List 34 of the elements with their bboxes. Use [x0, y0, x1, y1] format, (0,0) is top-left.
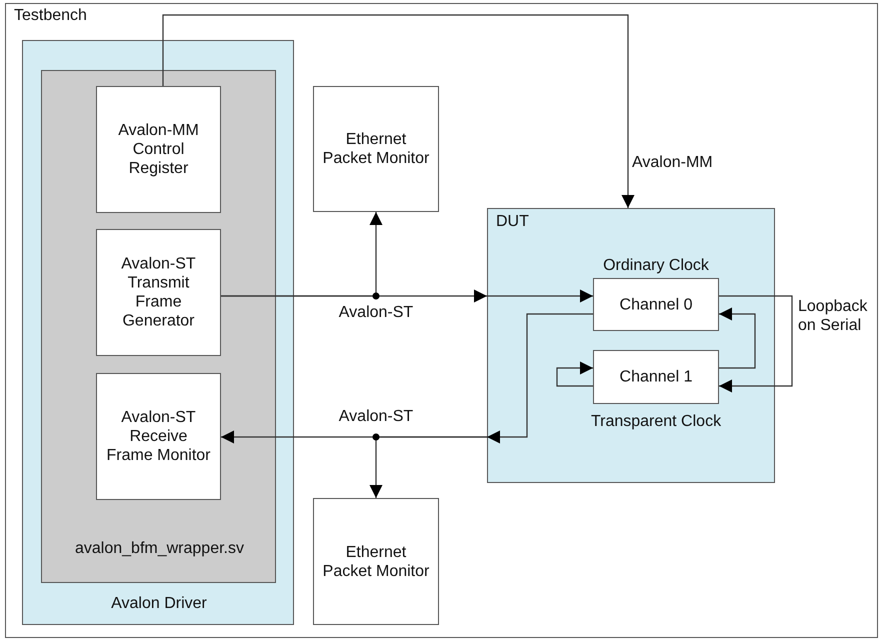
block-box — [313, 498, 439, 625]
node-label: Avalon-ST Receive Frame Monitor — [105, 408, 212, 466]
node-label: Avalon Driver — [110, 594, 208, 614]
node-label: DUT — [496, 212, 530, 232]
node-label: Ethernet Packet Monitor — [322, 542, 430, 581]
caption-label: Ordinary Clock — [602, 256, 710, 276]
edge-label: Avalon-ST — [338, 407, 414, 426]
arrow — [162, 14, 634, 208]
arrow — [370, 436, 487, 498]
caption-label: Transparent Clock — [590, 412, 722, 432]
arrow — [719, 295, 793, 392]
block-box — [96, 229, 221, 356]
node-label: Testbench — [14, 6, 88, 26]
block-box — [313, 86, 439, 212]
arrow — [556, 362, 593, 387]
testbench-frame — [5, 3, 878, 638]
edge-label: Avalon-ST — [338, 303, 414, 322]
node-label: avalon_bfm_wrapper.sv — [74, 539, 245, 558]
node-label: Ethernet Packet Monitor — [322, 130, 430, 168]
node-label: Avalon-ST Transmit Frame Generator — [120, 254, 197, 331]
arrow — [221, 212, 382, 297]
driver-panel — [22, 40, 294, 625]
arrow — [487, 290, 593, 302]
node-label: Channel 0 — [618, 294, 694, 314]
edge-label: Loopback on Serial — [798, 297, 868, 336]
dut-panel — [487, 208, 775, 483]
arrow — [487, 313, 593, 444]
edge-label: Avalon-MM — [632, 153, 714, 172]
block-box — [96, 373, 221, 500]
arrow — [719, 308, 756, 369]
node-label: Channel 1 — [618, 367, 694, 387]
block-box — [96, 86, 221, 213]
node-label: Avalon-MM Control Register — [117, 120, 200, 178]
wrapper-panel — [41, 70, 276, 583]
